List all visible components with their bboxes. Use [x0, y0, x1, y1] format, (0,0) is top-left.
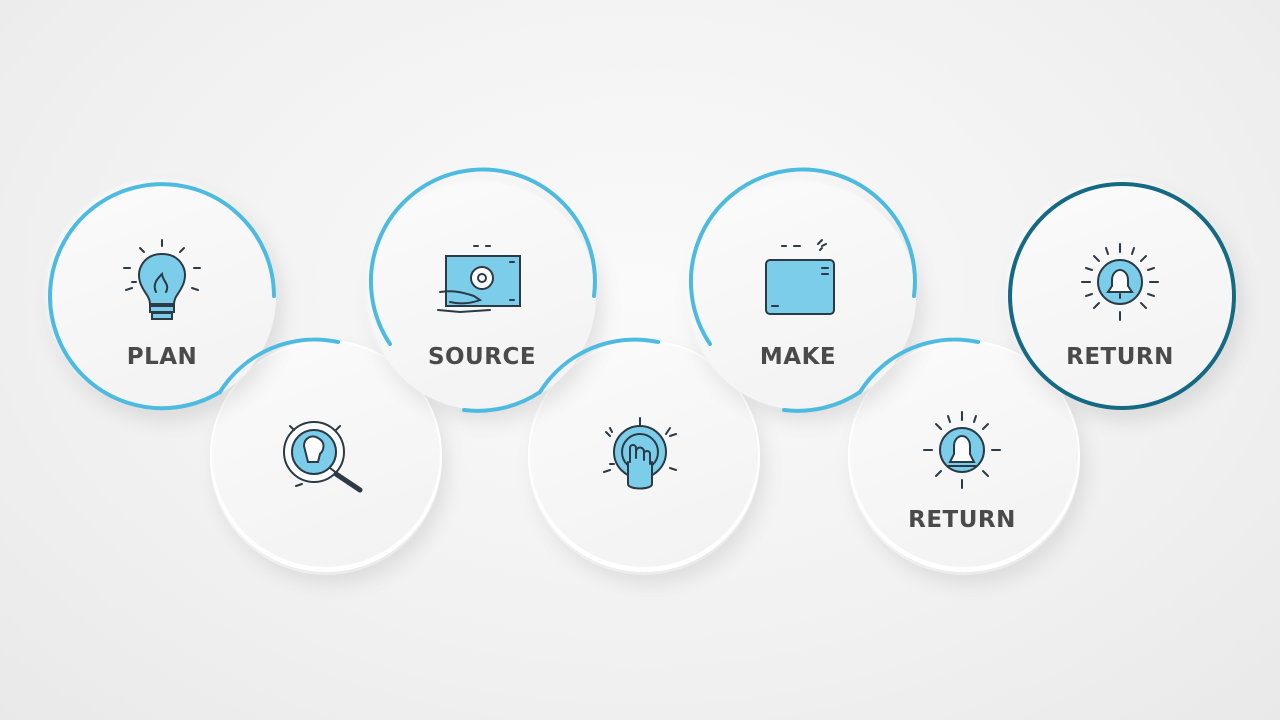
source-bottom-arc [462, 337, 660, 413]
step-label-plan: PLAN [126, 344, 198, 370]
spinning-top-icon [603, 417, 677, 490]
make-bottom-arc [782, 337, 980, 413]
sun-bell-icon-top [1081, 243, 1159, 321]
plan-arc [48, 182, 276, 411]
step-label-return-top: RETURN [1066, 344, 1174, 370]
lightbulb-icon [123, 239, 201, 320]
tablet-icon [765, 239, 835, 315]
sun-bell-icon-bottom [923, 411, 1001, 489]
step-label-make: MAKE [759, 344, 837, 370]
step-label-return-bottom: RETURN [908, 507, 1016, 533]
plan-bottom-arc [218, 337, 340, 394]
make-arc [688, 167, 917, 346]
return-top-ring [1007, 182, 1236, 410]
source-arc [368, 167, 597, 346]
monitor-hand-icon [437, 245, 521, 314]
step-label-source: SOURCE [427, 344, 537, 370]
magnifier-icon [283, 421, 363, 493]
